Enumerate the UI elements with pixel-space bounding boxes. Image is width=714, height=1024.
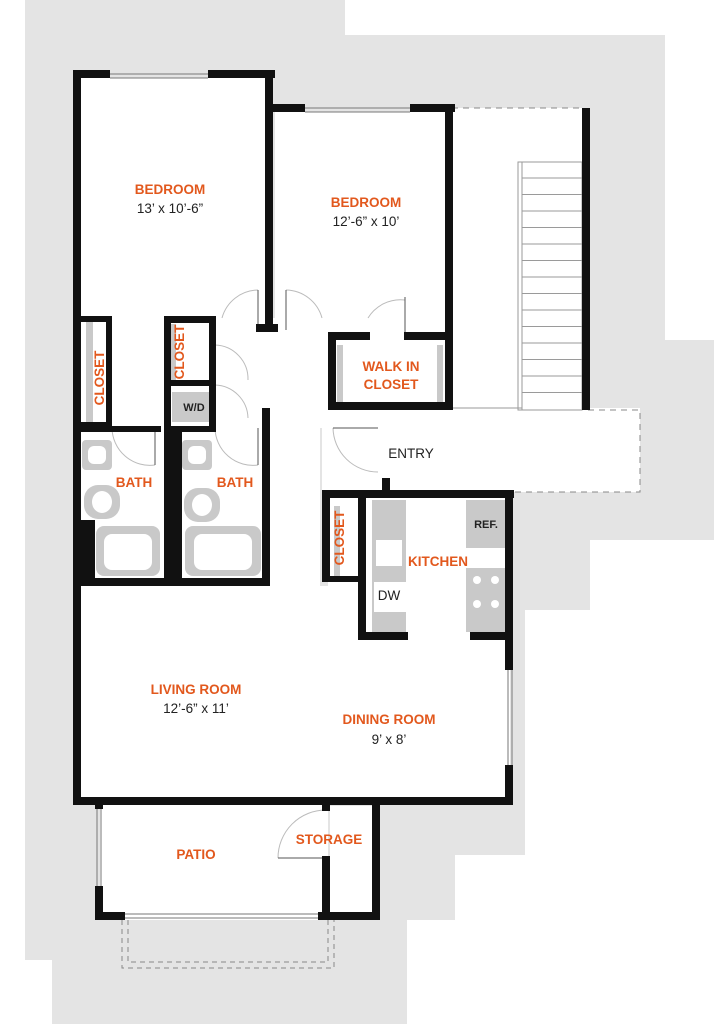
exterior-dashed-outline (452, 107, 641, 493)
dw-label: DW (378, 588, 401, 603)
living-room-dims: 12’-6” x 11’ (163, 701, 229, 716)
closet-hall-label: CLOSET (172, 324, 187, 380)
dining-room-name: DINING ROOM (343, 712, 436, 727)
closet-kitchen-label: CLOSET (332, 510, 347, 566)
bedroom2-dims: 12’-6” x 10’ (333, 214, 400, 229)
walkin-closet-label-1: WALK IN (363, 359, 420, 374)
storage-label: STORAGE (296, 832, 363, 847)
bedroom1-dims: 13’ x 10’-6” (137, 201, 203, 216)
bath1-label: BATH (116, 475, 153, 490)
patio-gate-outline (121, 920, 335, 969)
walkin-closet-label-2: CLOSET (364, 377, 420, 392)
bath2-label: BATH (217, 475, 254, 490)
living-room-name: LIVING ROOM (151, 682, 242, 697)
kitchen-label: KITCHEN (408, 554, 468, 569)
ref-label: REF. (474, 519, 498, 531)
patio-label: PATIO (176, 847, 215, 862)
door-swings (111, 289, 406, 859)
stair-steps (522, 177, 582, 393)
walls (73, 70, 590, 920)
closet-left-label: CLOSET (92, 350, 107, 406)
bedroom1-name: BEDROOM (135, 182, 206, 197)
fixture-details (88, 446, 499, 612)
dining-room-dims: 9’ x 8’ (372, 732, 407, 747)
door-leaves (154, 290, 406, 859)
room-labels: BEDROOM 13’ x 10’-6” BEDROOM 12’-6” x 10… (92, 182, 498, 862)
bedroom2-name: BEDROOM (331, 195, 402, 210)
entry-label: ENTRY (388, 446, 434, 461)
windows (96, 73, 513, 919)
wd-label: W/D (183, 402, 204, 414)
